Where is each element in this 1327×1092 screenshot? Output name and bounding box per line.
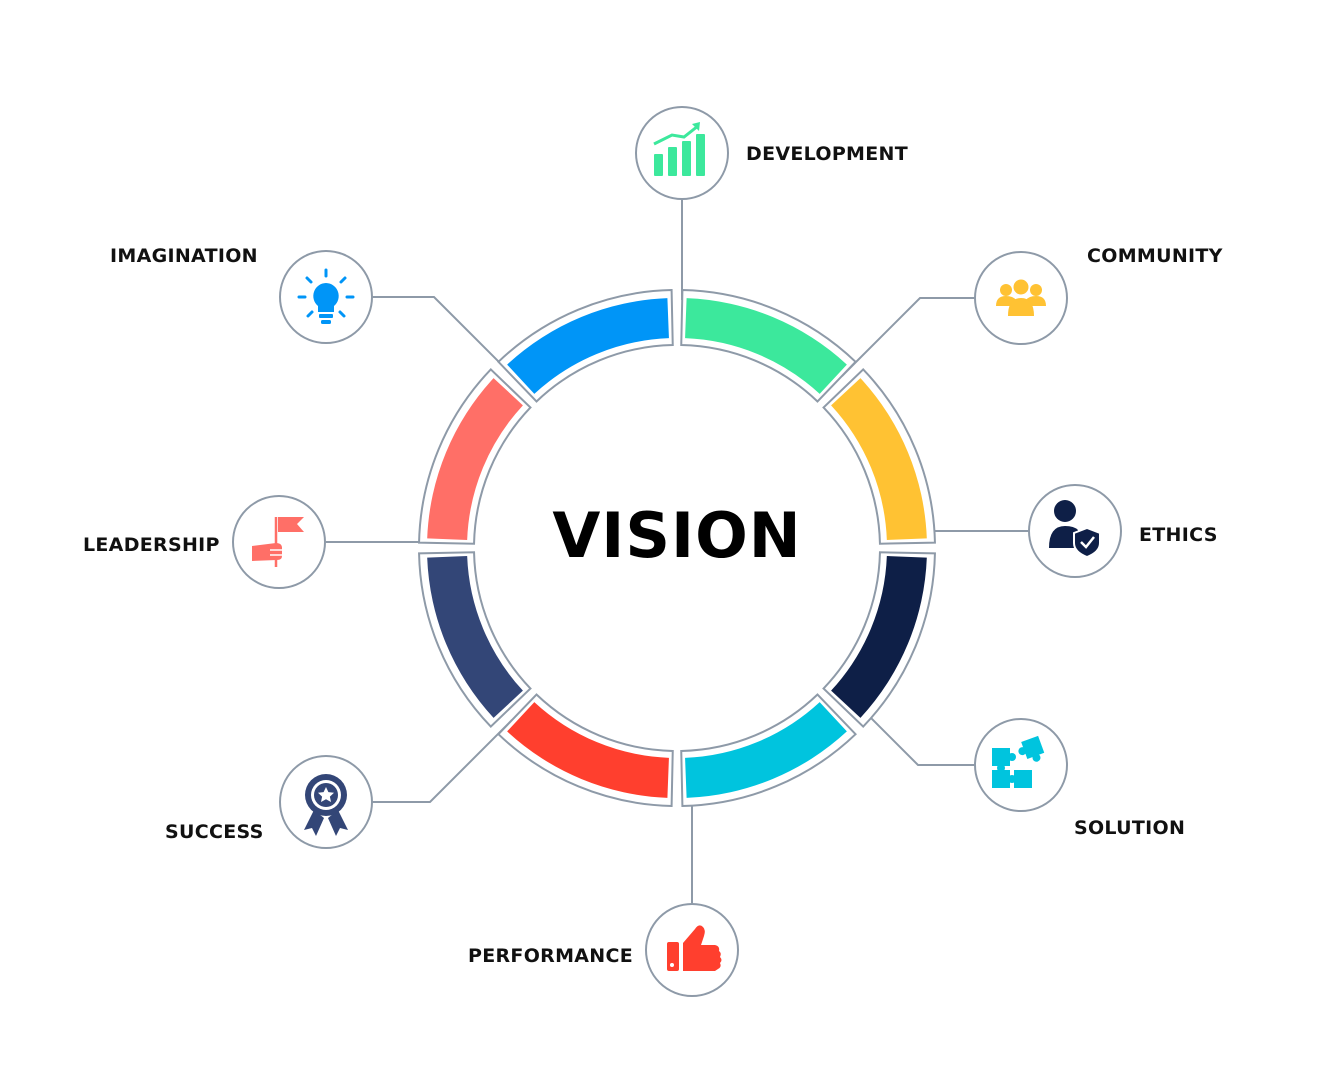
bar-chart-growth-icon [653, 122, 705, 176]
label-imagination: IMAGINATION [110, 245, 258, 267]
ring-segment-imagination [507, 298, 669, 394]
label-leadership: LEADERSHIP [83, 534, 220, 556]
hand-flag-icon [252, 517, 304, 567]
label-solution: SOLUTION [1074, 817, 1186, 839]
connector-community [841, 297, 975, 377]
ring-segment-development [685, 298, 847, 394]
ring-segment-solution [685, 702, 847, 798]
label-performance: PERFORMANCE [468, 945, 634, 967]
ring-segment-leadership [427, 378, 523, 540]
label-ethics: ETHICS [1139, 524, 1218, 546]
node-circle-leadership [232, 495, 326, 589]
connector-imagination [372, 296, 513, 376]
group-people-icon [996, 279, 1046, 316]
label-community: COMMUNITY [1087, 245, 1223, 267]
ring-segments [418, 289, 936, 807]
award-badge-icon [304, 774, 348, 836]
label-development: DEVELOPMENT [746, 143, 908, 165]
label-success: SUCCESS [165, 821, 264, 843]
ring-segment-performance [507, 702, 669, 798]
ring-segment-ethics [831, 556, 927, 718]
icon-circles [232, 106, 1122, 997]
connector-success [372, 719, 513, 803]
node-circle-solution [974, 718, 1068, 812]
ring-segment-community [831, 378, 927, 540]
lightbulb-icon [297, 268, 355, 324]
center-title: VISION [552, 499, 802, 572]
puzzle-icon [992, 735, 1045, 788]
user-shield-icon [1049, 500, 1101, 559]
thumbs-up-icon [667, 925, 722, 971]
ring-segment-success [427, 556, 523, 718]
